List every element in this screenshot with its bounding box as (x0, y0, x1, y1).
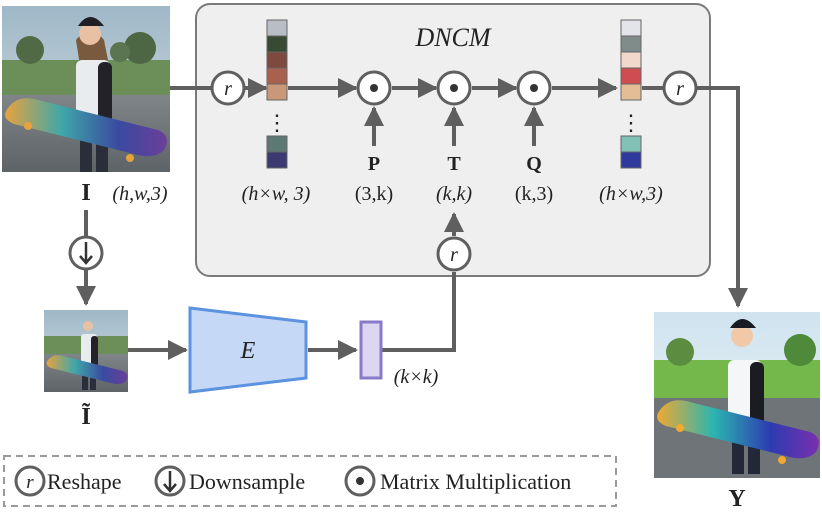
legend-reshape-icon: r (26, 472, 34, 493)
legend-reshape-label: Reshape (47, 469, 122, 494)
matmul-node-p (356, 70, 392, 106)
column-out-cell (620, 51, 642, 69)
column-out-cell (620, 19, 642, 37)
column-in-cell (266, 151, 288, 169)
matrix-q-label: Q (526, 153, 542, 175)
output-image (654, 312, 820, 478)
output-symbol: Y (728, 486, 745, 512)
reshape-node-out: r (662, 70, 698, 106)
pixel-column-input (266, 19, 288, 169)
matrix-t-shape: (k,k) (436, 183, 472, 205)
legend-downsample-label: Downsample (189, 469, 305, 494)
pixel-column-output (620, 19, 642, 169)
legend-reshape: r Reshape (14, 465, 122, 497)
column-out-cell (620, 151, 642, 169)
input-symbol: I (81, 180, 90, 206)
dncm-title: DNCM (414, 23, 491, 52)
matrix-q-shape: (k,3) (515, 183, 553, 205)
legend-matmul-label: Matrix Multiplication (380, 469, 571, 494)
column-in-cell (266, 135, 288, 153)
encoder-output-shape: (k×k) (394, 366, 439, 388)
reshape-node-in-label: r (224, 78, 232, 100)
legend-down-arrow-icon (163, 471, 177, 493)
legend-matmul: Matrix Multiplication (344, 465, 571, 497)
matmul-node-t (436, 70, 472, 106)
column-in-cell (266, 51, 288, 69)
column-out-cell (620, 83, 642, 101)
encoder-label: E (240, 338, 256, 364)
down-arrow-icon (79, 242, 93, 265)
legend-box (3, 455, 617, 507)
arrow-reshape-to-output (696, 86, 748, 308)
reshape-node-t: r (436, 236, 472, 272)
arrow-vector-to-reshape (382, 272, 456, 352)
column-in-cell (266, 67, 288, 85)
main-flow-lines (76, 78, 748, 360)
reshape-node-t-label: r (450, 244, 458, 266)
pixel-matrix-out-shape: (h×w,3) (599, 183, 663, 205)
column-out-cell (620, 135, 642, 153)
legend-downsample: Downsample (154, 465, 305, 497)
column-out-cell (620, 67, 642, 85)
input-image (2, 6, 170, 172)
downsampled-image (44, 310, 128, 392)
column-out-dots: ⋮ (620, 110, 642, 135)
encoder-block: E (188, 306, 308, 394)
column-in-dots: ⋮ (266, 110, 288, 135)
matrix-t-label: T (447, 153, 461, 175)
reshape-node-in: r (210, 70, 246, 106)
downsample-node (68, 235, 104, 271)
input-shape: (h,w,3) (112, 183, 168, 205)
column-in-cell (266, 35, 288, 53)
matrix-p-shape: (3,k) (355, 183, 393, 205)
encoder-output-vector (359, 320, 383, 380)
downsampled-symbol: Ĩ (81, 404, 90, 430)
matrix-p-label: P (368, 153, 380, 175)
reshape-node-out-label: r (676, 78, 684, 100)
column-in-cell (266, 83, 288, 101)
column-out-cell (620, 35, 642, 53)
pixel-matrix-in-shape: (h×w, 3) (242, 183, 311, 205)
matmul-node-q (516, 70, 552, 106)
column-in-cell (266, 19, 288, 37)
